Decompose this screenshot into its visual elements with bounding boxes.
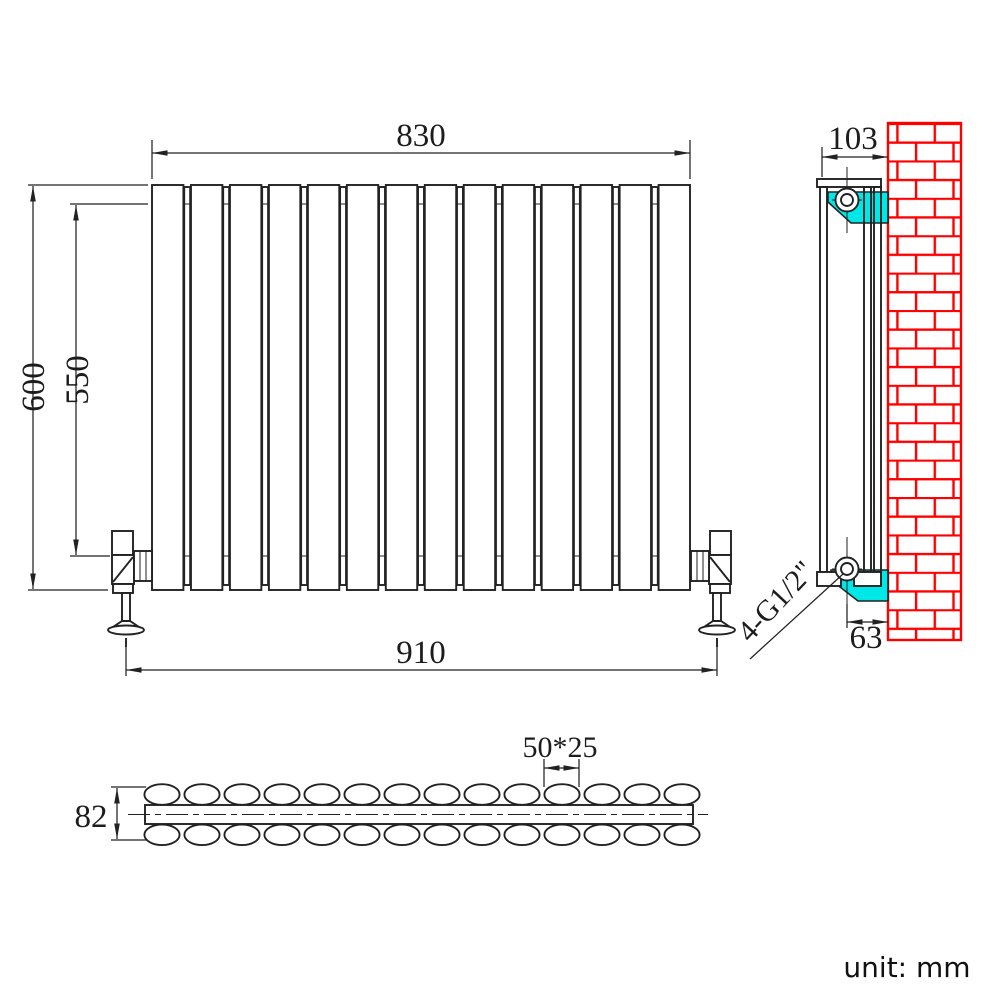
oval-tube-front	[423, 783, 461, 806]
front-panel	[657, 184, 691, 591]
front-panel	[228, 184, 263, 591]
oval-tube-front	[343, 783, 381, 806]
front-panel	[501, 184, 536, 591]
dim-label-82: 82	[75, 799, 108, 835]
side-profile	[816, 178, 882, 587]
oval-tube-front	[463, 783, 501, 806]
oval-tube-front	[503, 783, 541, 806]
front-panel-array	[151, 184, 691, 591]
left-valve	[106, 530, 153, 647]
oval-tube-front	[623, 783, 661, 806]
section-bar	[144, 804, 694, 825]
oval-tube-rear	[223, 823, 261, 847]
oval-tube-front	[143, 783, 181, 806]
front-view: 830 600 550 910	[16, 118, 736, 676]
side-view: 103 63 4-G1/2"	[731, 121, 963, 660]
dim-830: 830	[151, 118, 691, 179]
front-panel	[151, 184, 185, 591]
top-pipe-connection	[832, 167, 862, 233]
dim-label-63: 63	[850, 620, 883, 656]
dim-50x25: 50*25	[523, 731, 598, 787]
oval-tube-rear	[463, 823, 501, 847]
dim-label-50x25: 50*25	[523, 731, 598, 764]
dim-label-600: 600	[16, 362, 52, 412]
dim-82: 82	[75, 786, 146, 841]
dim-label-550: 550	[60, 355, 96, 405]
oval-tube-front	[583, 783, 621, 806]
front-panel	[540, 184, 575, 591]
front-panel	[267, 184, 302, 591]
dim-103: 103	[821, 121, 888, 177]
unit-note: unit: mm	[843, 951, 970, 984]
section-view: 82 50*25	[75, 731, 708, 847]
oval-tube-rear	[263, 823, 301, 847]
oval-tube-rear	[183, 823, 221, 847]
dim-label-910: 910	[396, 635, 446, 671]
front-panel	[345, 184, 380, 591]
oval-tube-rear	[503, 823, 541, 847]
oval-tube-rear	[663, 823, 701, 847]
front-panel	[306, 184, 341, 591]
front-panel	[579, 184, 614, 591]
oval-tube-rear	[623, 823, 661, 847]
dim-910: 910	[125, 635, 718, 676]
front-panel	[618, 184, 652, 591]
oval-tube-rear	[583, 823, 621, 847]
oval-tube-front	[383, 783, 421, 806]
oval-tube-rear	[543, 823, 581, 847]
oval-tube-rear	[143, 823, 181, 847]
oval-tube-front	[223, 783, 261, 806]
oval-tube-front	[543, 783, 581, 806]
dim-label-4-g12: 4-G1/2"	[731, 555, 821, 649]
oval-tube-rear	[383, 823, 421, 847]
front-panel	[462, 184, 497, 591]
brick-wall	[886, 121, 963, 642]
dim-550: 550	[60, 203, 148, 557]
dim-63: 63	[846, 604, 888, 656]
front-panel	[190, 184, 224, 591]
oval-tube-rear	[303, 823, 341, 847]
front-panel	[384, 184, 419, 591]
dim-600: 600	[16, 184, 148, 591]
bottom-pipe-connection	[832, 537, 862, 604]
front-panel	[423, 184, 458, 591]
oval-tube-rear	[343, 823, 381, 847]
right-valve	[690, 530, 736, 648]
oval-tube-rear	[423, 823, 461, 847]
oval-tube-front	[663, 783, 701, 806]
oval-tube-front	[263, 783, 301, 806]
dim-label-103: 103	[828, 121, 878, 157]
oval-tube-front	[303, 783, 341, 806]
oval-tube-front	[183, 783, 221, 806]
dim-label-830: 830	[396, 118, 446, 154]
